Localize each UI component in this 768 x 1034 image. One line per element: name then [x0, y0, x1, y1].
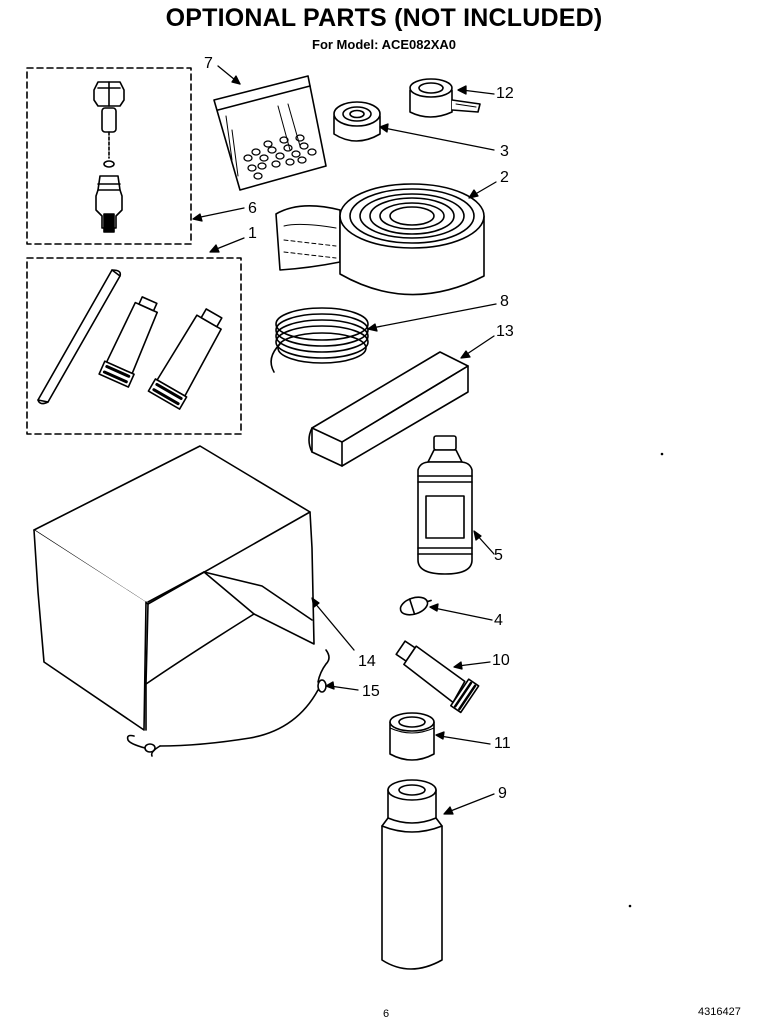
callout-4: 4	[494, 612, 503, 629]
part-11-sleeve	[389, 712, 435, 761]
part-4-capsule	[399, 596, 432, 616]
scan-specks	[628, 452, 664, 908]
part-12-tape-roll	[409, 78, 481, 118]
page-title: OPTIONAL PARTS (NOT INCLUDED)	[165, 4, 603, 32]
document-number: 4316427	[698, 1006, 741, 1018]
callout-12: 12	[496, 85, 514, 102]
callout-5: 5	[494, 547, 503, 564]
page-number: 6	[383, 1008, 390, 1020]
part-15-cord	[126, 649, 330, 757]
part-9-cylinder	[381, 779, 443, 970]
callout-1: 1	[248, 225, 257, 242]
part-5-bottle	[417, 435, 473, 575]
callout-9: 9	[498, 785, 507, 802]
callout-8: 8	[500, 293, 509, 310]
part-14-cover	[33, 445, 315, 731]
callout-13: 13	[496, 323, 514, 340]
callout-14: 14	[358, 653, 376, 670]
callout-11: 11	[494, 735, 511, 752]
callout-2: 2	[500, 169, 509, 186]
leader-lines	[192, 65, 497, 815]
part-13-foam-block	[308, 351, 469, 467]
part-8-wire-coil	[270, 307, 369, 373]
callout-10: 10	[492, 652, 510, 669]
part-3-foam-tape-roll	[333, 101, 381, 142]
part-1-sealant-kit	[26, 257, 242, 435]
callout-3: 3	[500, 143, 509, 160]
part-6-fitting	[26, 67, 192, 245]
model-subtitle: For Model: ACE082XA0	[312, 37, 456, 52]
callout-15: 15	[362, 683, 380, 700]
part-10-tube	[395, 640, 480, 714]
part-7-screw-bag	[213, 75, 327, 191]
callout-6: 6	[248, 200, 257, 217]
part-2-insulation-roll	[275, 183, 485, 296]
callout-7: 7	[204, 55, 213, 72]
